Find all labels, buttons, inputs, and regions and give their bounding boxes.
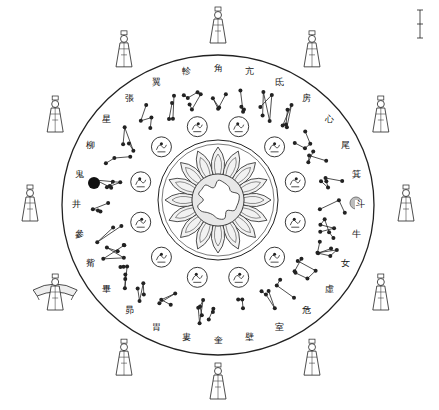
mansion-name: 鬼 — [74, 170, 85, 180]
mansion-name: 柳 — [85, 141, 96, 151]
mansion-name: 室 — [274, 323, 285, 333]
mansion-name: 尾 — [340, 141, 351, 151]
mansion-name: 房 — [301, 94, 312, 104]
mansion-name: 危 — [301, 306, 312, 316]
mansion-name: 牛 — [351, 230, 362, 240]
mansion-name: 井 — [71, 200, 82, 210]
mansion-name: 翼 — [151, 78, 162, 88]
mansion-name: 心 — [324, 115, 335, 125]
mansion-name: 畢 — [101, 285, 112, 295]
mansion-name: 亢 — [244, 67, 255, 77]
mansion-name: 婁 — [181, 333, 192, 343]
mansion-name: 虛 — [324, 285, 335, 295]
mansion-name: 氐 — [274, 78, 285, 88]
mansion-name: 斗 — [355, 200, 366, 210]
mansion-name: 胃 — [151, 323, 162, 333]
sky-disk — [62, 55, 374, 355]
mansion-name: 壁 — [244, 333, 255, 343]
guardian-figures — [22, 7, 414, 399]
mansion-name: 軫 — [181, 67, 192, 77]
mansion-name: 觜 — [85, 259, 96, 269]
mansion-name: 角 — [213, 64, 224, 74]
mansion-name: 張 — [124, 94, 135, 104]
constellations — [91, 88, 347, 325]
zodiac-medallions — [131, 117, 306, 288]
mansion-name: 奎 — [213, 336, 224, 346]
mansion-name: 女 — [340, 259, 351, 269]
mansion-name: 昴 — [124, 306, 135, 316]
scale-bar — [417, 10, 423, 38]
mansion-name: 參 — [74, 230, 85, 240]
dark-disk — [88, 177, 100, 189]
mansion-name: 星 — [101, 115, 112, 125]
mansion-name: 箕 — [351, 170, 362, 180]
lotus-center — [158, 140, 278, 260]
